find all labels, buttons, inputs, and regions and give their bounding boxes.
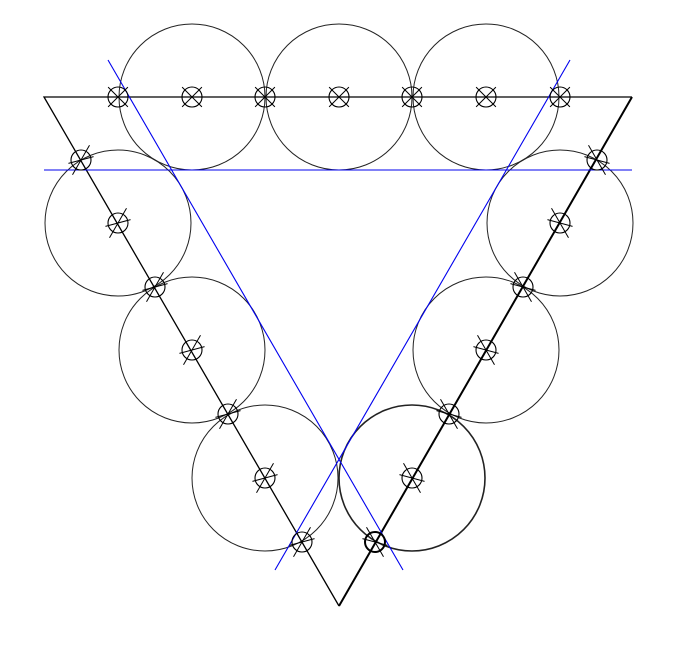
- guide-line-right-diagonal: [274, 59, 571, 571]
- marker-tick: [254, 86, 276, 108]
- center-marker-3: [254, 86, 276, 108]
- center-marker-18: [473, 335, 499, 365]
- marker-circle: [181, 339, 203, 361]
- marker-tick: [401, 86, 423, 108]
- marker-tick: [436, 410, 462, 418]
- marker-tick: [473, 346, 499, 354]
- center-marker-13: [252, 463, 278, 493]
- marker-tick: [475, 86, 497, 108]
- marker-circle: [364, 531, 386, 553]
- marker-circle: [181, 86, 203, 108]
- center-marker-9: [105, 208, 131, 238]
- triangle-top-left-edges: [42, 96, 632, 607]
- center-marker-16: [547, 208, 573, 238]
- marker-tick: [547, 219, 573, 227]
- marker-circle: [254, 86, 276, 108]
- center-marker-7: [549, 86, 571, 108]
- marker-tick: [107, 86, 129, 108]
- center-marker-1: [107, 86, 129, 108]
- center-marker-12: [215, 399, 241, 429]
- marker-circle: [549, 212, 571, 234]
- marker-tick: [252, 474, 278, 482]
- large-circle-6: [191, 404, 339, 552]
- marker-circle: [512, 276, 534, 298]
- marker-tick: [289, 538, 315, 546]
- marker-circle: [438, 403, 460, 425]
- center-marker-4: [328, 86, 350, 108]
- marker-tick: [328, 86, 350, 108]
- marker-circle: [328, 86, 350, 108]
- large-circle-8: [412, 276, 560, 424]
- center-marker-11: [179, 335, 205, 365]
- marker-circle: [217, 403, 239, 425]
- center-marker-21: [362, 527, 388, 557]
- marker-circle: [475, 339, 497, 361]
- center-marker-2: [181, 86, 203, 108]
- marker-tick: [142, 283, 168, 291]
- center-markers-group: [68, 86, 610, 557]
- triangle-right-edge: [338, 96, 633, 607]
- marker-circle: [70, 149, 92, 171]
- marker-circle: [144, 276, 166, 298]
- marker-tick: [215, 410, 241, 418]
- marker-circle: [475, 86, 497, 108]
- marker-tick: [179, 346, 205, 354]
- marker-tick: [105, 219, 131, 227]
- large-circle-5: [118, 276, 266, 424]
- marker-circle: [291, 531, 313, 553]
- center-marker-14: [289, 527, 315, 557]
- outer-triangle: [42, 96, 633, 607]
- center-marker-20: [399, 463, 425, 493]
- center-marker-15: [584, 145, 610, 175]
- center-marker-6: [475, 86, 497, 108]
- marker-circle: [254, 467, 276, 489]
- marker-circle: [401, 467, 423, 489]
- marker-circle: [401, 86, 423, 108]
- guide-line-left-diagonal: [107, 59, 404, 571]
- marker-tick: [362, 538, 388, 546]
- blue-guide-lines: [44, 59, 632, 571]
- center-marker-17: [510, 272, 536, 302]
- large-circle-9: [338, 404, 486, 552]
- marker-tick: [399, 474, 425, 482]
- marker-tick: [549, 86, 571, 108]
- marker-circle: [107, 86, 129, 108]
- large-circle-7: [486, 149, 634, 297]
- center-marker-8: [68, 145, 94, 175]
- marker-circle: [586, 149, 608, 171]
- marker-circle: [549, 86, 571, 108]
- marker-tick: [584, 156, 610, 164]
- marker-tick: [510, 283, 536, 291]
- center-marker-5: [401, 86, 423, 108]
- marker-circle: [107, 212, 129, 234]
- marker-tick: [68, 156, 94, 164]
- center-marker-19: [436, 399, 462, 429]
- marker-tick: [181, 86, 203, 108]
- large-circle-4: [44, 149, 192, 297]
- center-marker-10: [142, 272, 168, 302]
